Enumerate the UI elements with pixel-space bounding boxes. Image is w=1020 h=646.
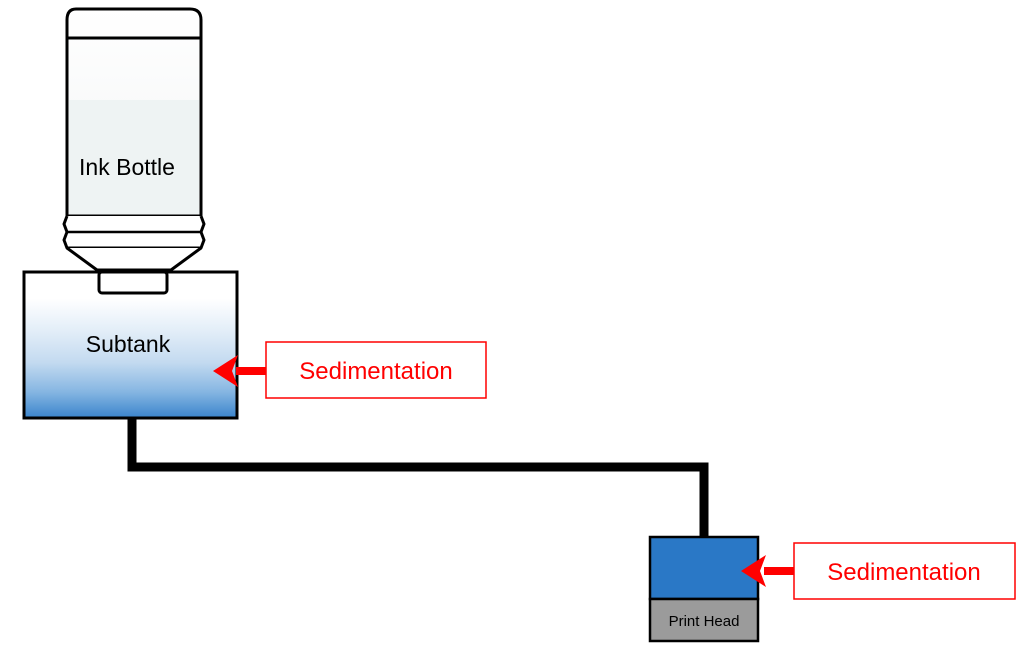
print-head-body (648, 597, 760, 643)
ink-bottle-label: Ink Bottle (79, 154, 175, 180)
ink-bottle-neck (66, 246, 202, 272)
ink-bottle: Ink Bottle (62, 7, 206, 295)
sedimentation-callout-subtank: Sedimentation (213, 341, 487, 399)
print-head-ink-chamber (648, 535, 760, 601)
print-head: Print Head (648, 535, 760, 643)
sedimentation-label-box (265, 341, 487, 399)
subtank-body (22, 270, 239, 420)
ink-supply-tube (127, 416, 709, 537)
sedimentation-label-box (793, 542, 1016, 600)
sedimentation-callout-print-head: Sedimentation (741, 542, 1016, 600)
arrow-left-icon (213, 355, 238, 387)
ink-bottle-liquid (69, 100, 199, 214)
sedimentation-label: Sedimentation (299, 358, 452, 385)
subtank: Subtank (22, 270, 239, 420)
arrow-left-icon (741, 555, 766, 587)
print-head-label: Print Head (669, 613, 740, 630)
subtank-label: Subtank (86, 331, 171, 357)
sedimentation-label: Sedimentation (827, 559, 980, 586)
